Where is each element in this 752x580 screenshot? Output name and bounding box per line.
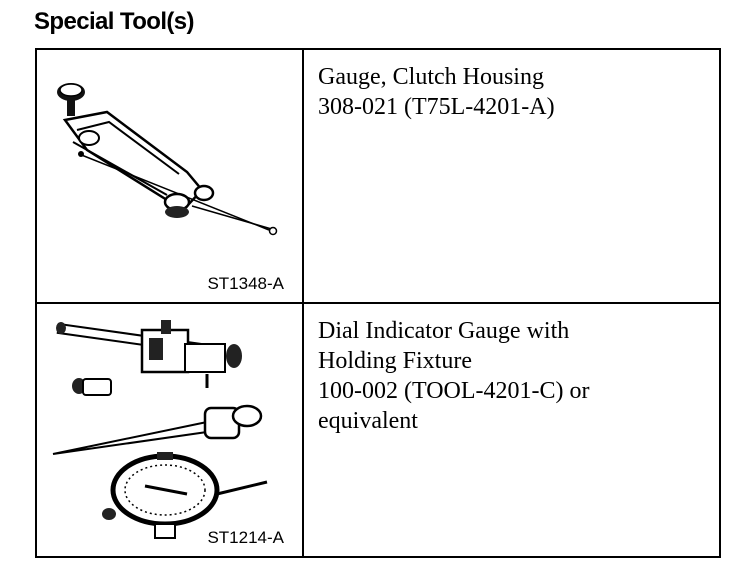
tool-part-number: 100-002 (TOOL-4201-C) or — [318, 378, 590, 404]
clutch-housing-gauge-illustration — [57, 83, 278, 236]
tool-row: ST1348-A Gauge, Clutch Housing 308-021 (… — [37, 50, 719, 304]
tool-name: Gauge, Clutch Housing — [318, 64, 544, 90]
special-tools-table: ST1348-A Gauge, Clutch Housing 308-021 (… — [35, 48, 721, 558]
tool-name-line-2: Holding Fixture — [318, 348, 472, 374]
tool-part-number: 308-021 (T75L-4201-A) — [318, 94, 555, 120]
section-heading: Special Tool(s) — [34, 8, 195, 35]
tool-image-cell: ST1348-A — [37, 50, 304, 302]
dial-indicator-illustration — [52, 320, 268, 539]
tool-row: ST1214-A Dial Indicator Gauge with Holdi… — [37, 304, 719, 556]
tool-equivalent-note: equivalent — [318, 408, 418, 434]
tool-description: Gauge, Clutch Housing 308-021 (T75L-4201… — [306, 50, 719, 302]
tool-name-line-1: Dial Indicator Gauge with — [318, 318, 570, 344]
tool-description: Dial Indicator Gauge with Holding Fixtur… — [306, 304, 719, 556]
tool-image-cell: ST1214-A — [37, 304, 304, 556]
image-code-label: ST1214-A — [207, 528, 284, 547]
image-code-label: ST1348-A — [207, 274, 284, 293]
